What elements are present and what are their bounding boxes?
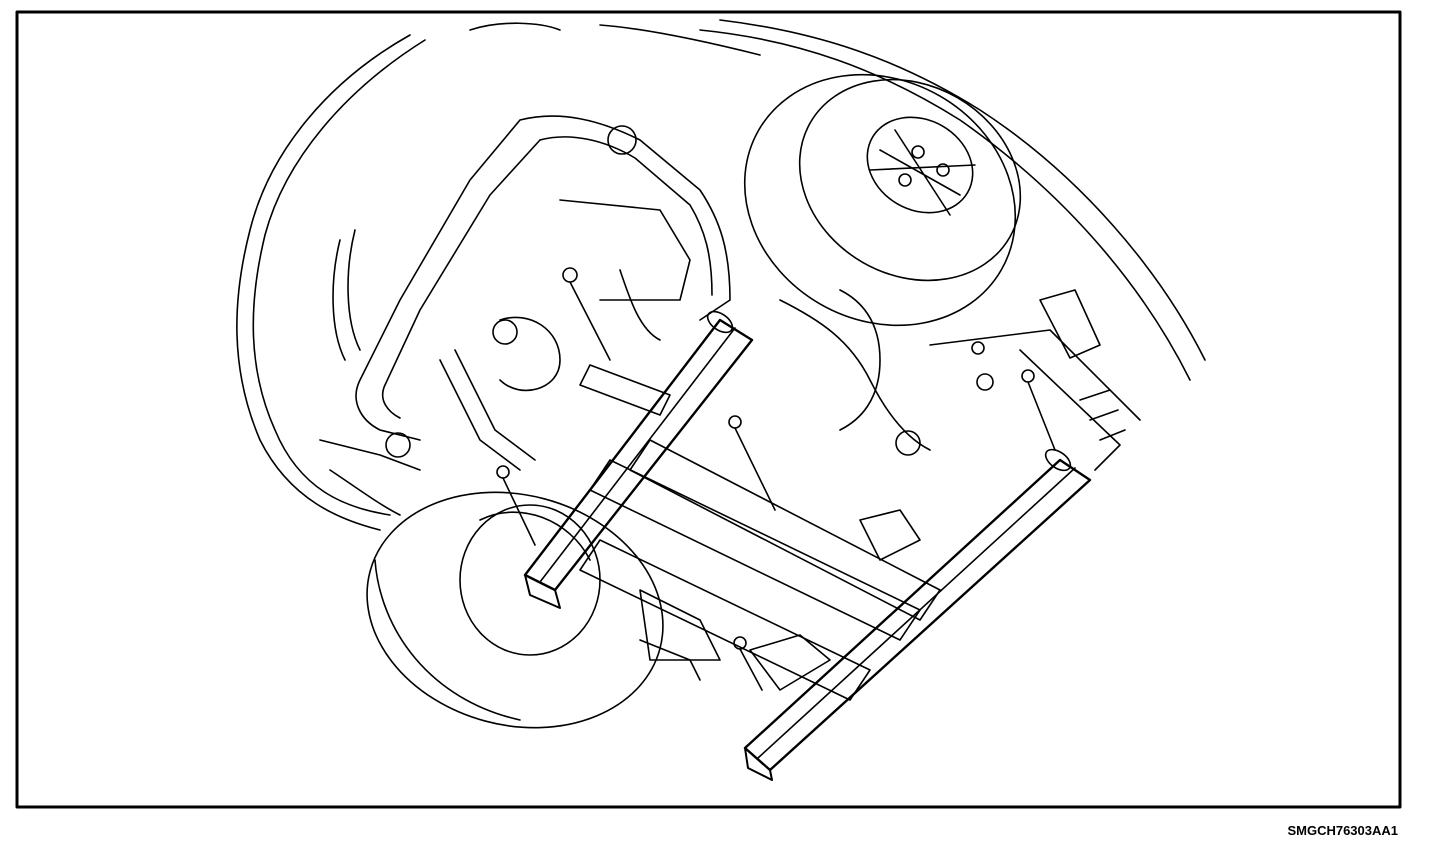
subframe xyxy=(355,115,731,441)
lift-rail-rear xyxy=(743,448,1092,781)
vehicle-underbody xyxy=(236,19,1206,781)
front-wheel xyxy=(366,491,664,729)
rear-wheel xyxy=(743,73,1022,327)
figure-border xyxy=(15,10,1402,809)
figure-code: SMGCH76303AA1 xyxy=(1287,823,1398,838)
lift-rail-front xyxy=(523,310,754,609)
body-outline xyxy=(236,34,411,531)
lift-point-marker xyxy=(496,267,1056,691)
